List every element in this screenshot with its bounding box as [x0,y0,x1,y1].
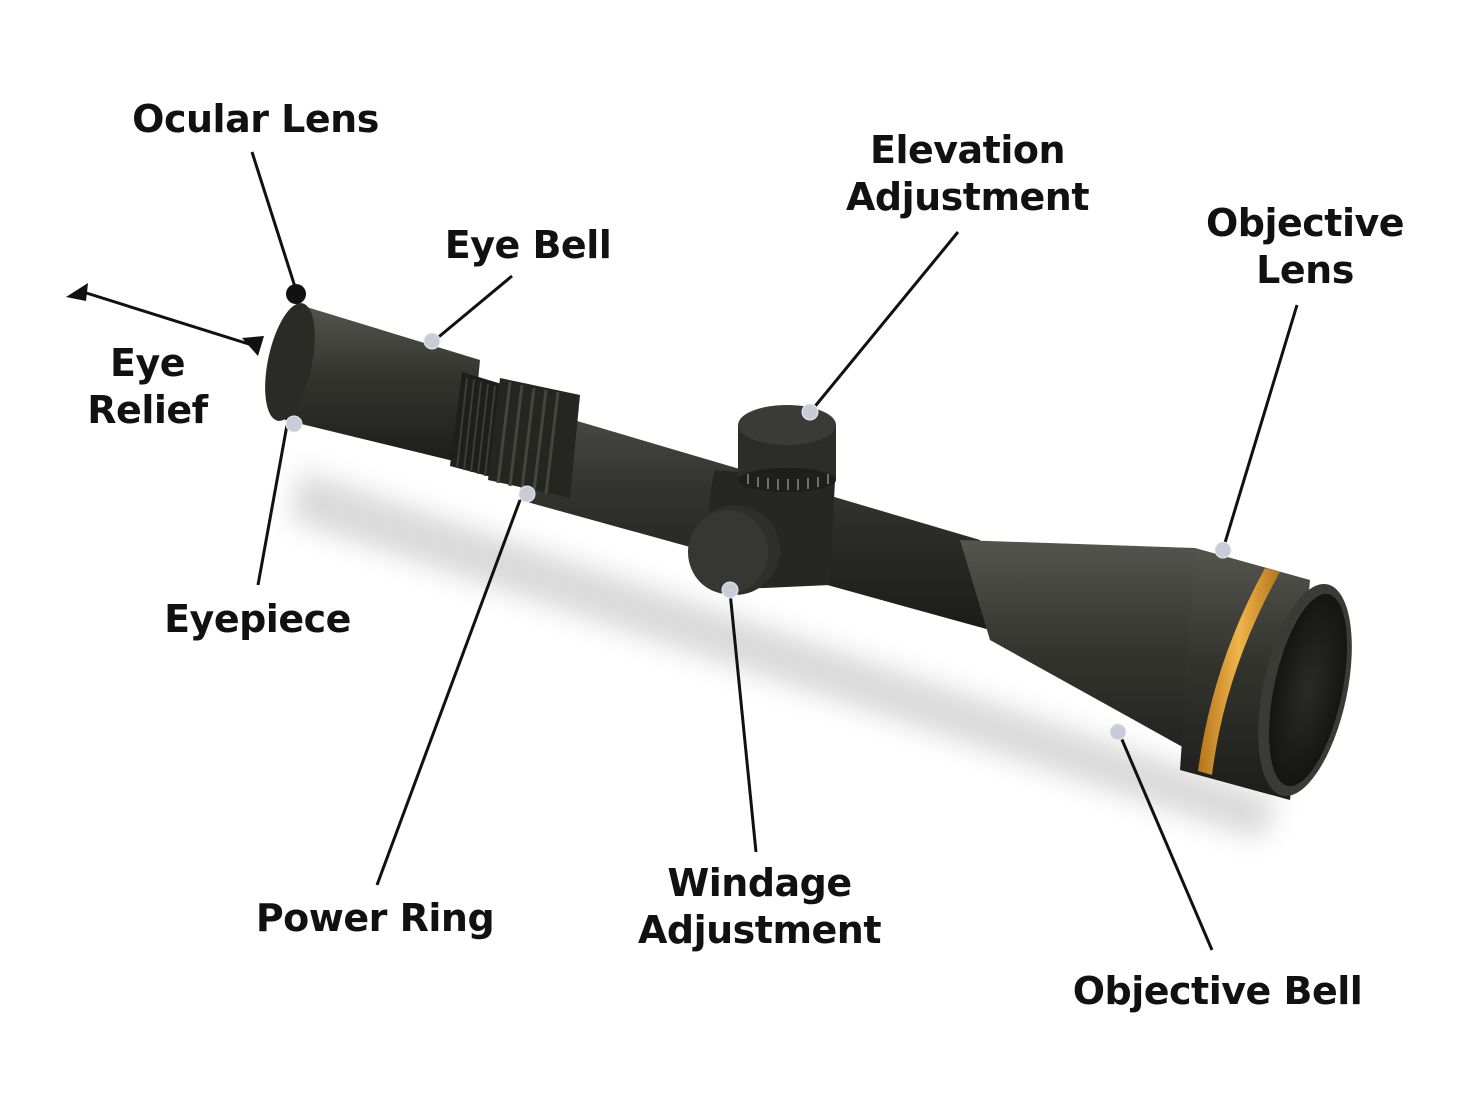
label-objective-bell: Objective Bell [1072,969,1363,1013]
marker-dots [285,332,1232,741]
eye-relief-measure-line [79,289,256,348]
label-eye-relief: Eye Relief [87,341,208,432]
arrow-left-icon [66,283,88,301]
eye-relief-arrowheads [66,283,264,356]
marker-power-ring [518,485,536,503]
marker-elevation [801,403,819,421]
leader-objective-bell [1118,734,1214,951]
marker-objective-bell [1109,723,1127,741]
label-elevation-adjustment: Elevation Adjustment [845,128,1090,219]
leader-lines [79,151,1299,951]
leader-windage [728,591,758,853]
eyepiece-shape [265,303,505,478]
leader-ocular-lens [250,151,298,291]
label-objective-lens: Objective Lens [1205,201,1405,292]
arrow-right-icon [242,336,264,356]
label-eye-bell: Eye Bell [444,223,612,267]
windage-turret-shape [688,505,780,595]
leader-eye-bell [434,274,513,342]
objective-bell-shape [960,540,1352,800]
elevation-turret-shape [738,405,836,492]
marker-eye-bell [423,332,441,350]
label-ocular-lens: Ocular Lens [132,97,379,141]
label-eyepiece: Eyepiece [164,597,351,641]
leader-elevation [810,231,960,411]
scope-shadow [290,470,1280,840]
power-ring-shape [488,378,580,498]
marker-windage [721,581,739,599]
label-windage-adjustment: Windage Adjustment [637,861,882,952]
leader-power-ring [375,499,522,886]
ocular-lens-dot [286,284,306,304]
leader-objective-lens [1222,304,1299,547]
leader-eyepiece [256,424,289,586]
marker-objective-lens [1214,541,1232,559]
label-power-ring: Power Ring [255,896,495,940]
marker-eyepiece [285,415,303,433]
